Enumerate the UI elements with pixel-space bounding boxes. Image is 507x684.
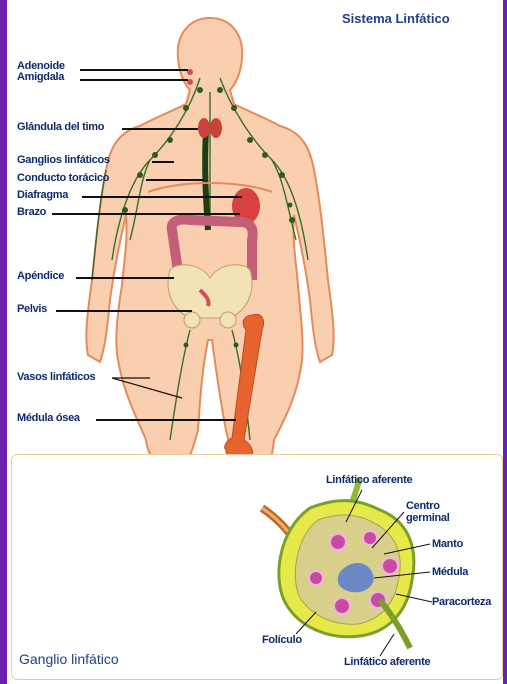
label-aferente-top: Linfático aferente	[326, 474, 412, 486]
label-paracorteza: Paracorteza	[432, 596, 491, 608]
label-centro-germinal-1: Centro	[406, 500, 440, 512]
label-centro-germinal-2: germinal	[406, 512, 449, 524]
label-manto: Manto	[432, 538, 463, 550]
label-aferente-bottom: Linfático aferente	[344, 656, 430, 668]
label-foliculo: Folículo	[262, 634, 302, 646]
label-medula: Médula	[432, 566, 468, 578]
